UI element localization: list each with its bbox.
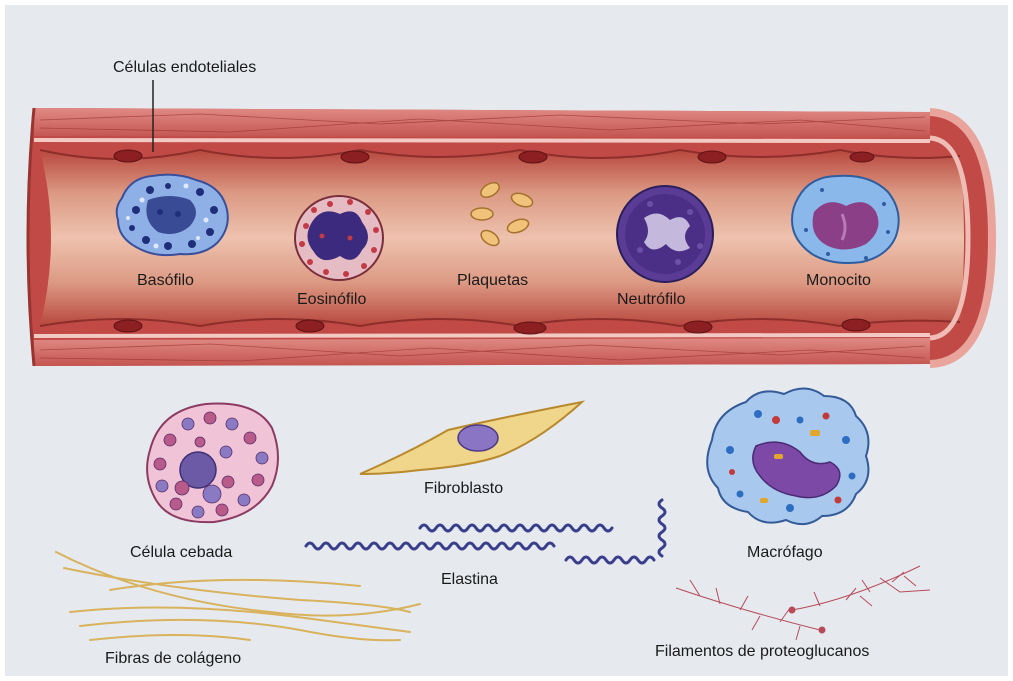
vessel-wall-upper xyxy=(34,108,930,138)
label-neutrophil: Neutrófilo xyxy=(617,292,685,308)
macrophage-cell xyxy=(707,388,868,524)
label-basophil: Basófilo xyxy=(137,273,194,289)
label-elastin: Elastina xyxy=(441,572,498,588)
label-platelets: Plaquetas xyxy=(457,273,528,289)
label-macrophage: Macrófago xyxy=(747,545,823,561)
label-eosinophil: Eosinófilo xyxy=(297,292,366,308)
label-proteoglycan-filaments: Filamentos de proteoglucanos xyxy=(655,644,869,660)
basophil-cell xyxy=(117,175,228,255)
label-fibroblast: Fibroblasto xyxy=(424,481,503,497)
label-mast-cell: Célula cebada xyxy=(130,545,232,561)
label-monocyte: Monocito xyxy=(806,273,871,289)
vessel-wall-lower xyxy=(34,338,930,366)
neutrophil-cell xyxy=(617,186,713,282)
label-collagen-fibers: Fibras de colágeno xyxy=(105,651,241,667)
label-endothelial-cells: Células endoteliales xyxy=(113,60,256,76)
mast-cell xyxy=(147,404,278,523)
eosinophil-cell xyxy=(295,196,383,280)
monocyte-cell xyxy=(792,176,899,263)
